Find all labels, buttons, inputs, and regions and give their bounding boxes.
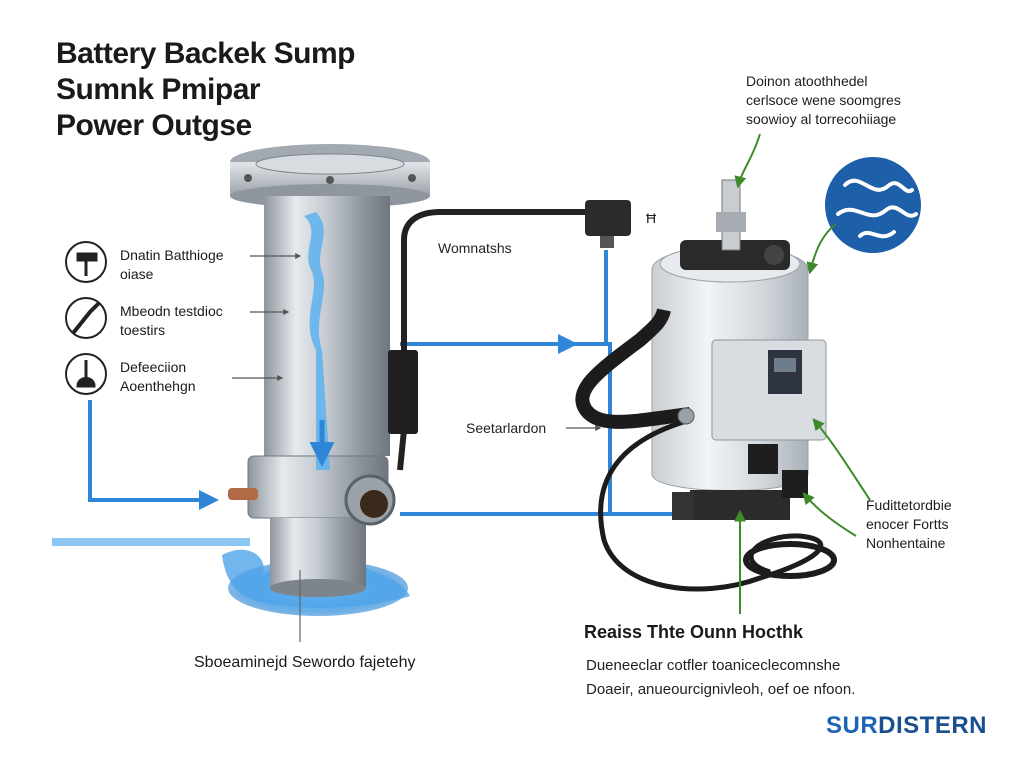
water-wave-badge (825, 157, 921, 253)
label-middle: Seetarlardon (466, 420, 547, 436)
diagram-title: Battery Backek Sump Sumnk Pmipar Power O… (56, 36, 355, 144)
hose-upper (575, 308, 691, 429)
right-callout: Fudittetordbie enocer Fortts Nonhentaine (866, 497, 952, 551)
left-label-3: Defeeciion Aoenthehgn (120, 359, 196, 394)
left-label-2: Mbeodn testdioc toestirs (120, 303, 223, 338)
leader-lines (232, 253, 602, 431)
title-line-1: Battery Backek Sump (56, 37, 355, 70)
label-pipe-top: Womnatshs (438, 240, 512, 256)
hose-connector (677, 407, 695, 425)
bottom-right-heading: Reaiss Thte Ounn Hocthk (584, 622, 804, 642)
left-label-1: Dnatin Batthioge oiase (120, 247, 224, 282)
sensor-cable (397, 209, 590, 471)
top-right-callout: Doinon atoothhedel cerlsoce wene soomgre… (746, 73, 901, 127)
main-pump-column (228, 144, 430, 597)
screwdriver-icon (65, 297, 107, 339)
water-flow-lines (52, 250, 680, 546)
battery-backup-unit (651, 179, 827, 520)
hammer-icon (65, 241, 107, 283)
bottom-caption: Sboeaminejd Sewordo fajetehy (194, 654, 416, 671)
wave-icon (836, 178, 918, 239)
plunger-icon (65, 353, 107, 395)
hose-lower (598, 417, 824, 592)
callout-arrows (734, 133, 871, 614)
cable-junction-box (388, 350, 418, 434)
label-sensor-mark: Ħ (646, 210, 657, 226)
bottom-right-body: Dueneeclar cotfler toaniceclecomnshe Doa… (586, 657, 856, 698)
brand-logo: SURDISTERN (826, 712, 988, 739)
title-line-2: Sumnk Pmipar (56, 73, 261, 106)
flow-line-left (88, 400, 219, 510)
coiled-cable (743, 541, 837, 579)
title-line-3: Power Outgse (56, 109, 252, 142)
water-inside-column (304, 212, 330, 470)
sensor-box (585, 200, 631, 236)
